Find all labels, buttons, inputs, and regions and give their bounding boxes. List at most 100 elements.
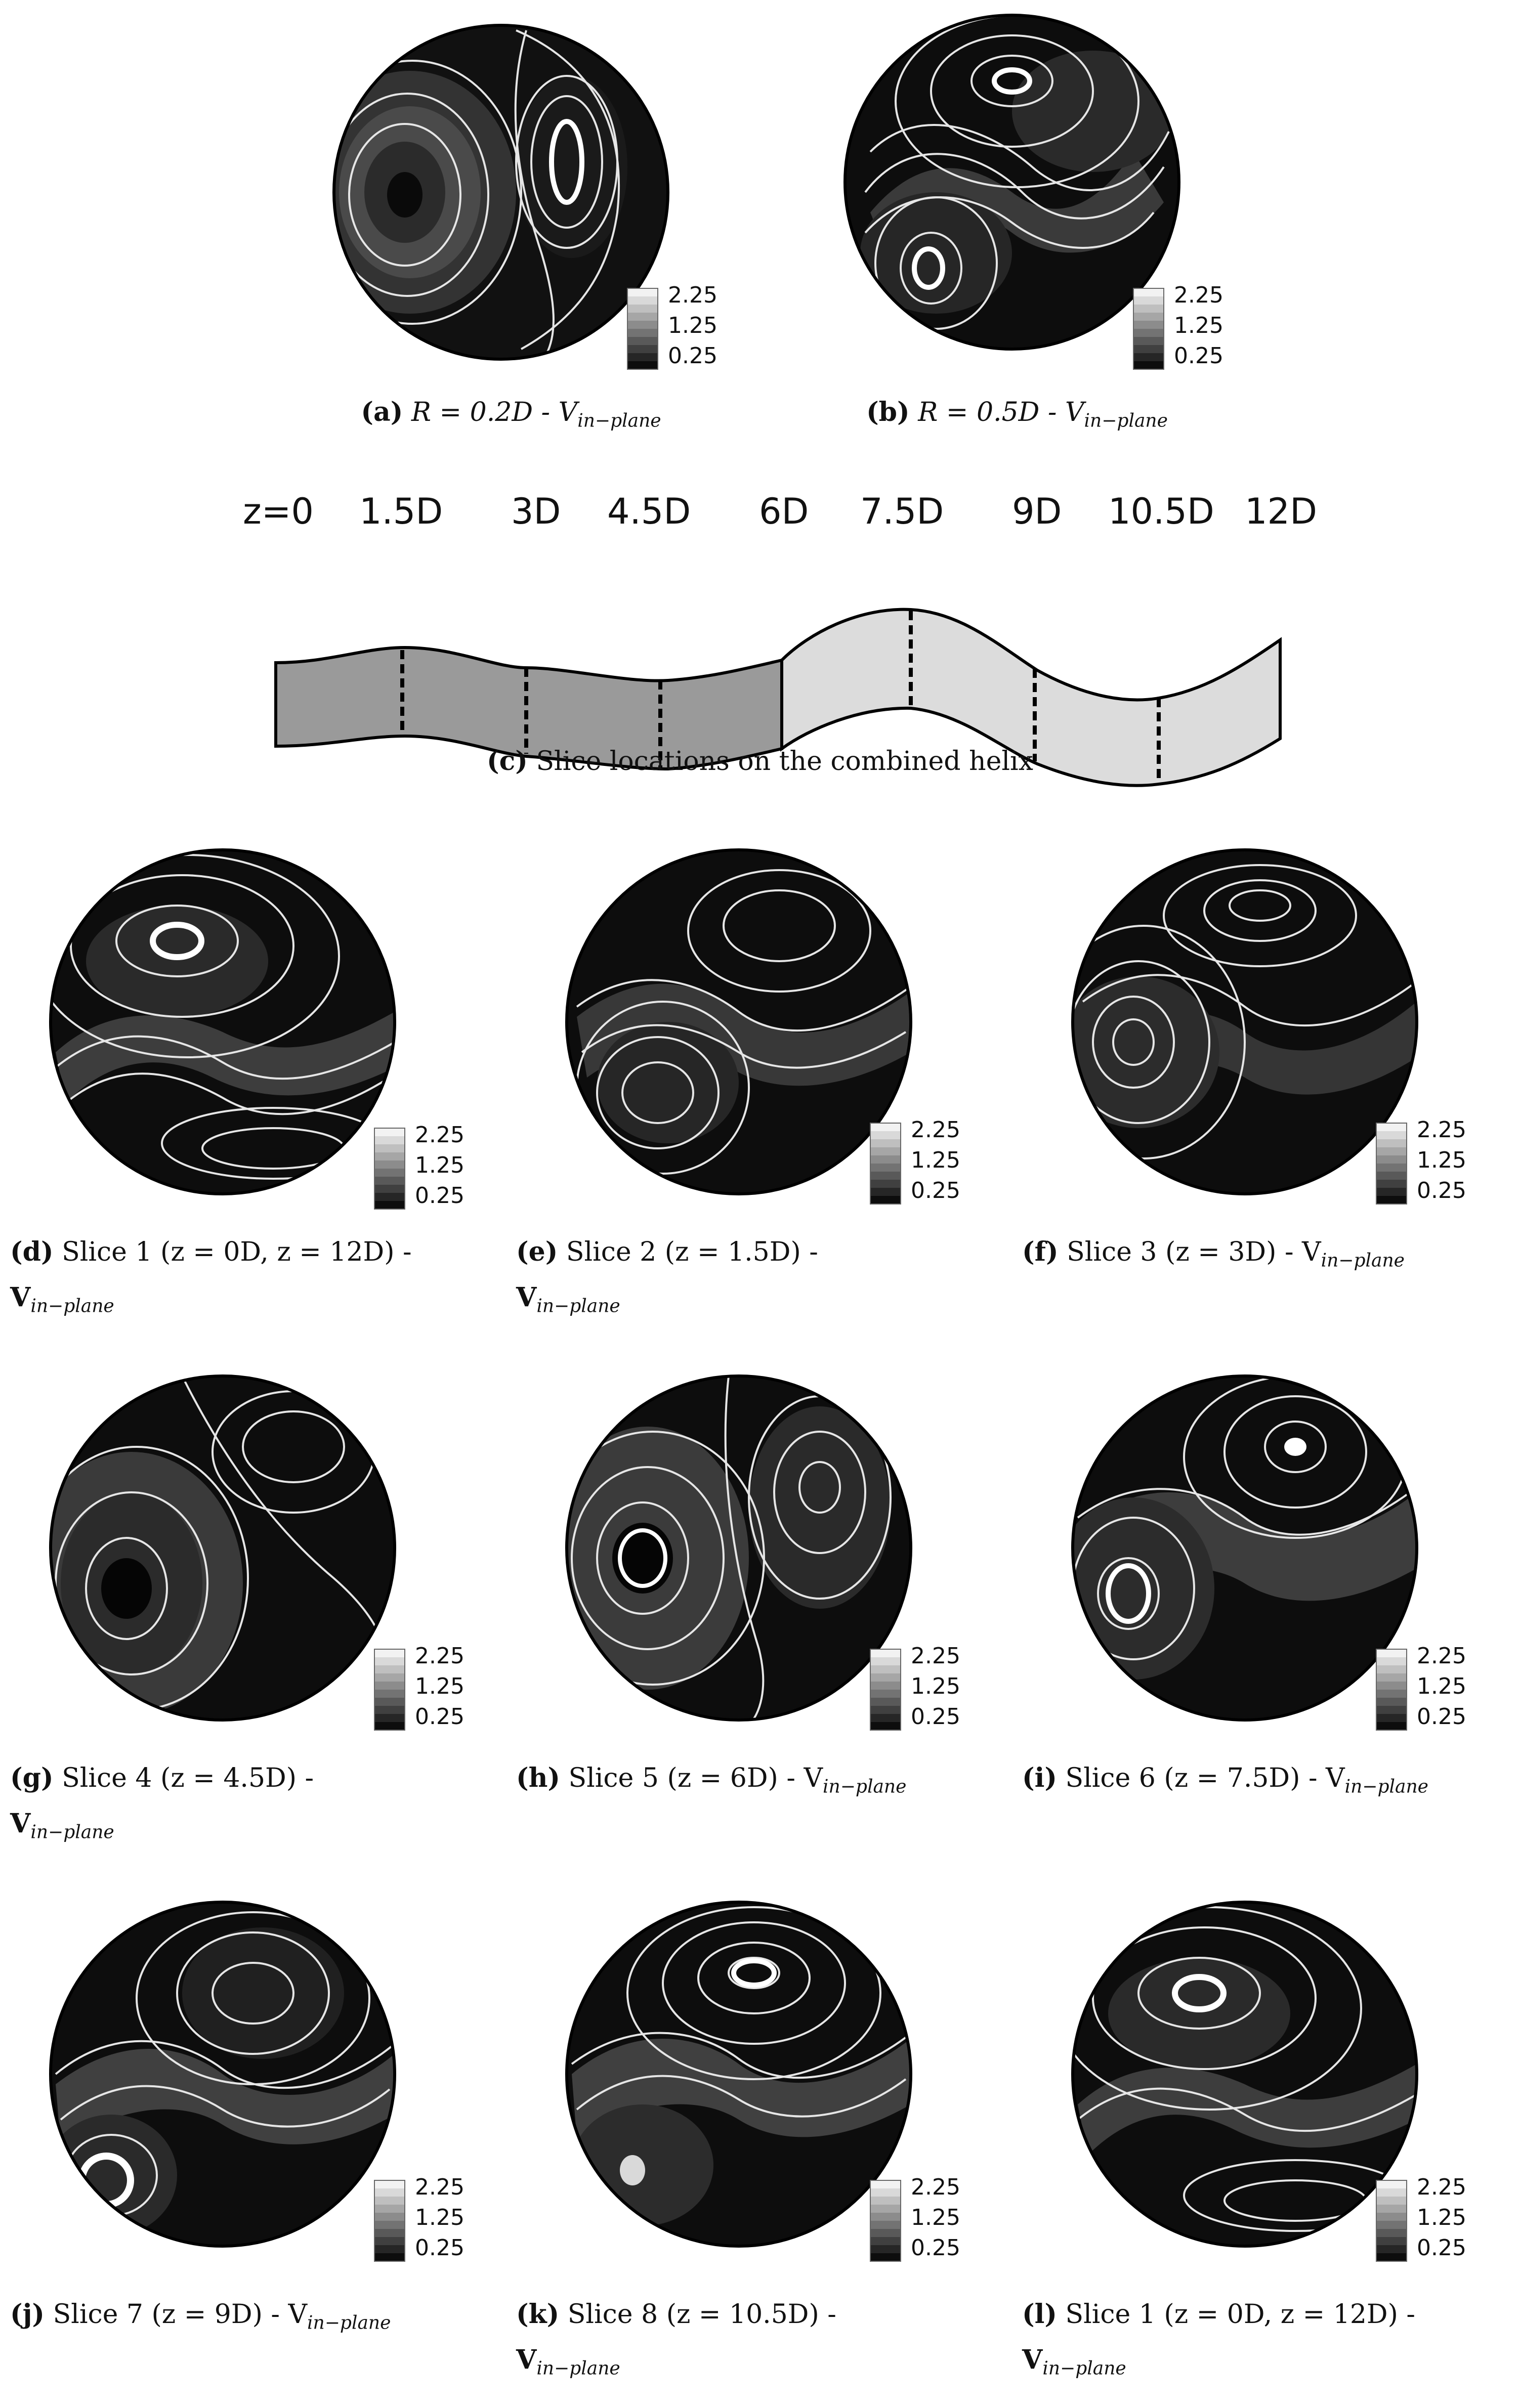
panel-e-caption: (e) Slice 2 (z = 1.5D) - Vin−plane [516,1229,1002,1329]
colorbar-step [627,337,658,346]
colorbar-step [870,2205,901,2213]
panel-e: 2.25 1.25 0.25 (e) Slice 2 (z = 1.5D) - … [516,840,1002,1336]
colorbar-step [1376,2245,1407,2254]
panel-e-plot: 2.25 1.25 0.25 [565,848,960,1205]
panel-tag: (g) [10,1762,54,1793]
colorbar-step [374,2253,405,2262]
colorbar-tick-max: 2.25 [415,1643,465,1669]
panel-g-caption: (g) Slice 4 (z = 4.5D) - Vin−plane [10,1755,496,1855]
colorbar-step [374,1185,405,1193]
pipe-cross-section [51,850,395,1194]
colorbar-step [1376,1665,1407,1674]
panel-a: 2.25 1.25 0.25 (a) R = 0.2D - Vin−plane [304,0,719,455]
colorbar-step [1376,1657,1407,1666]
caption-text: Slice 1 (z = 0D, z = 12D) - [62,1237,412,1267]
colorbar-gradient [374,1128,405,1210]
caption-subscript: in−plane [536,2358,620,2379]
colorbar-step [1133,321,1164,329]
streamlines [864,15,1170,330]
caption-vector: V [1022,2344,1043,2375]
colorbar-step [870,2213,901,2221]
colorbar-step [374,1136,405,1145]
caption-text: Slice 7 (z = 9D) - V [53,2299,308,2330]
pipe-wall [49,1374,396,1722]
colorbar-step [870,1147,901,1156]
colorbar-step [374,2180,405,2189]
colorbar-step [374,1706,405,1714]
colorbar-step [1376,1172,1407,1180]
panel-tag: (c) [487,746,528,777]
colorbar-step [1376,1147,1407,1156]
streamlines [571,1906,911,2118]
pipe-wall [565,1901,912,2248]
helix-diagram [274,608,1282,787]
caption-text: Slice 5 (z = 6D) - V [568,1763,823,1793]
colorbar-step [1376,1722,1407,1731]
panel-d: 2.25 1.25 0.25 (d) Slice 1 (z = 0D, z = … [10,840,496,1336]
panel-f: 2.25 1.25 0.25 (f) Slice 3 (z = 3D) - Vi… [1022,840,1520,1336]
colorbar-step [374,2205,405,2213]
colorbar-gradient [870,1123,901,1205]
colorbar-step [870,1722,901,1731]
colorbar-tick-min: 0.25 [1417,1178,1466,1203]
colorbar-step [374,1160,405,1169]
vortex-core-lower [620,2155,645,2185]
panel-k-plot: 2.25 1.25 0.25 [565,1901,960,2262]
colorbar-tick-min: 0.25 [1417,1704,1466,1730]
colorbar-step [1133,313,1164,321]
colorbar-step [374,1698,405,1706]
colorbar-step [1376,1690,1407,1698]
colorbar-gradient [374,2180,405,2262]
colorbar-tick-min: 0.25 [911,1178,960,1203]
colorbar-step [870,1673,901,1682]
colorbar-tick-mid: 1.25 [415,2205,465,2230]
caption-text: R = 0.2D - V [411,397,578,427]
colorbar-step [1376,1139,1407,1148]
colorbar-step [1376,1188,1407,1196]
colorbar-tick-min: 0.25 [668,343,717,369]
panel-tag: (e) [516,1236,558,1267]
colorbar-step [374,1665,405,1674]
colorbar-tick-mid: 1.25 [1417,2205,1466,2230]
colorbar-frame [627,288,658,370]
colorbar-frame [1376,2180,1407,2262]
colorbar-step [374,2229,405,2238]
panel-h-caption: (h) Slice 5 (z = 6D) - Vin−plane [516,1755,1002,1810]
streamlines [567,1376,892,1720]
colorbar-step [870,1180,901,1188]
colorbar-step [374,2221,405,2229]
panel-c: z=0 1.5D 3D 4.5D 6D 7.5D 9D 10.5D 12D (c… [0,476,1520,799]
slice-label: 4.5D [607,491,691,532]
caption-subscript: in−plane [577,410,661,432]
colorbar: 2.25 1.25 0.25 [870,1117,960,1205]
colorbar-step [374,1673,405,1682]
colorbar-tick-max: 2.25 [415,1122,465,1148]
panel-tag: (d) [10,1236,54,1267]
colorbar-tick-mid: 1.25 [911,1147,960,1173]
pipe-wall [332,24,669,361]
colorbar-step [627,353,658,362]
colorbar-step [1133,305,1164,313]
panel-b-caption: (b) R = 0.5D - Vin−plane [810,390,1225,444]
pipe-wall [565,848,912,1195]
colorbar-step [627,305,658,313]
colorbar-step [1376,2188,1407,2197]
caption-text: Slice 6 (z = 7.5D) - V [1065,1763,1345,1793]
pipe-wall [1071,1901,1418,2248]
colorbar: 2.25 1.25 0.25 [627,282,717,370]
vortex-core-lower [1106,1563,1151,1624]
panel-tag: (k) [516,2299,560,2330]
colorbar-step [1376,2180,1407,2189]
colorbar-step [870,1649,901,1658]
colorbar-step [870,1698,901,1706]
pipe-wall [843,14,1180,351]
colorbar-tick-min: 0.25 [1417,2235,1466,2261]
colorbar-gradient [1133,288,1164,370]
caption-subscript: in−plane [30,1822,114,1843]
vortex-core [150,922,204,960]
colorbar-tick-max: 2.25 [911,1117,960,1143]
colorbar-frame [1376,1649,1407,1731]
panel-g-plot: 2.25 1.25 0.25 [49,1374,465,1731]
panel-j-caption: (j) Slice 7 (z = 9D) - Vin−plane [10,2292,496,2346]
caption-text: R = 0.5D - V [918,397,1084,427]
